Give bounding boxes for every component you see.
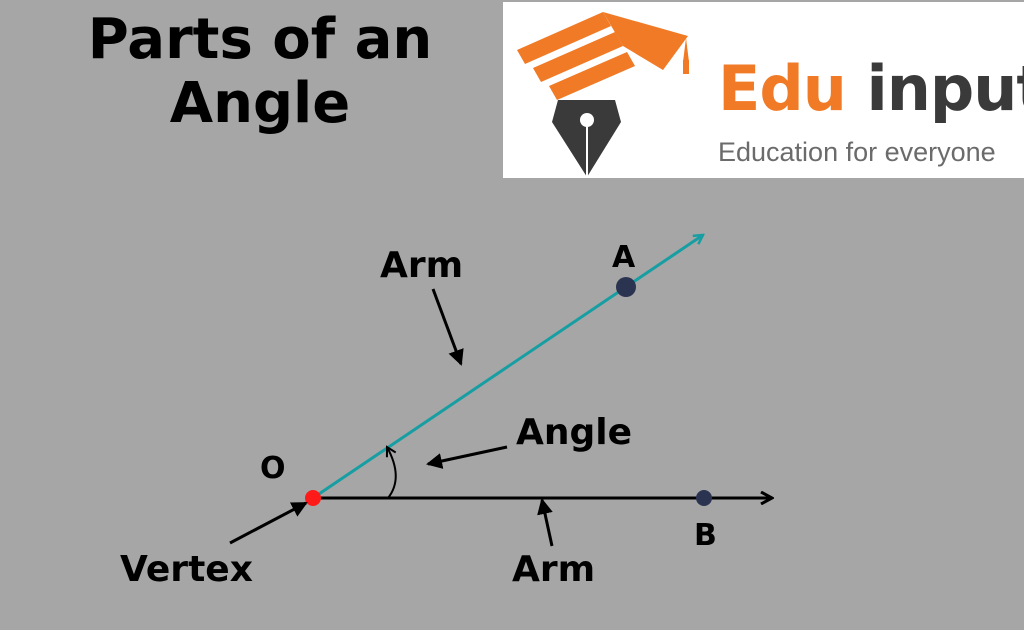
arm-lower-label: Arm [512,549,595,590]
page-title: Parts of an Angle [40,8,480,136]
angle-label: Angle [516,412,632,453]
point-a-label: A [612,240,636,275]
angle-arc [387,447,397,499]
vertex-label: Vertex [120,549,253,590]
title-line-2: Angle [169,71,351,136]
point-a-dot [616,277,636,297]
upper-arm-ray [312,235,703,500]
arm-upper-pointer [431,288,464,366]
graduation-cap-pen-nib-icon [517,12,689,177]
logo-tagline: Education for everyone [718,137,996,167]
logo-brand-edu: Edu [718,52,847,125]
point-b-dot [696,490,712,506]
vertex-dot [305,490,321,506]
point-o-label: O [260,451,286,486]
arm-upper-label: Arm [380,245,463,286]
logo-brand-input: input [866,52,1024,125]
vertex-pointer [229,501,308,545]
arm-lower-pointer [537,498,554,547]
angle-pointer [426,445,508,469]
title-line-1: Parts of an [87,7,433,72]
logo-wordmark: Edu input [718,52,1024,125]
logo: Edu input Education for everyone [503,2,1024,178]
point-b-label: B [694,518,717,553]
